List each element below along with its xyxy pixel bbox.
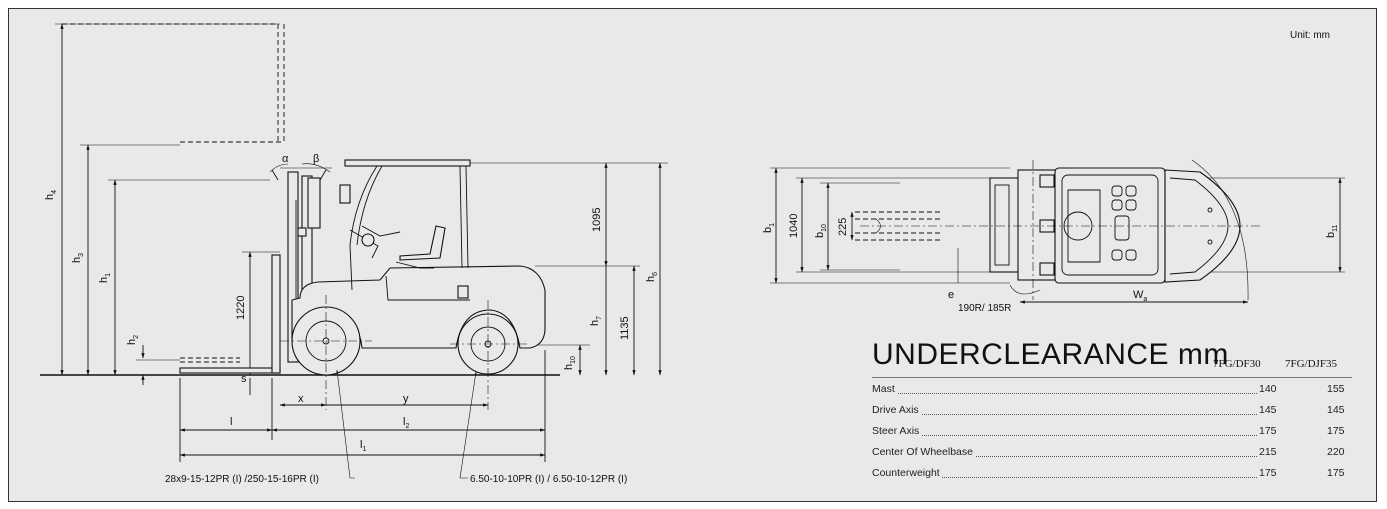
unit-label: Unit: mm: [1290, 30, 1330, 41]
label-h3: h3: [71, 253, 85, 263]
column-header-7fg-djf35: 7FG/DJF35: [1285, 358, 1337, 370]
label-1040: 1040: [788, 214, 800, 238]
label-e: e: [948, 289, 954, 301]
turning-radius: [957, 248, 1249, 304]
label-h2: h2: [126, 335, 140, 345]
height-dimension-lines: [55, 23, 668, 395]
row-value-7fg-df30: 175: [1257, 467, 1277, 479]
rear-tire-spec: 6.50-10-10PR (I) / 6.50-10-12PR (I): [470, 474, 627, 485]
table-row: Center Of Wheelbase 215 220: [872, 443, 1352, 464]
side-view: h4 h3 h1 h2 1220 s α β 1095 h7 1135 h6 h…: [40, 23, 668, 485]
label-l2: l2: [403, 416, 409, 430]
label-wa: Wa: [1133, 289, 1147, 303]
row-name: Drive Axis: [872, 404, 921, 416]
table-row: Drive Axis 145 145: [872, 401, 1352, 422]
label-h1: h1: [98, 273, 112, 283]
label-225: 225: [837, 218, 849, 236]
row-name: Mast: [872, 383, 897, 395]
label-h4: h4: [44, 190, 58, 200]
label-s: s: [241, 373, 247, 385]
row-value-7fg-djf35: 175: [1327, 467, 1345, 479]
label-b10: b10: [814, 224, 828, 238]
label-turning-radius: 190R/ 185R: [958, 303, 1011, 314]
truck-body: [280, 159, 546, 410]
underclearance-table: Mast 140 155 Drive Axis 145 145 Steer Axis 17…: [872, 380, 1352, 485]
label-1135: 1135: [619, 316, 631, 340]
table-row: Steer Axis 175 175: [872, 422, 1352, 443]
row-value-7fg-df30: 145: [1257, 404, 1277, 416]
top-truck-outline: [860, 159, 1260, 301]
table-row: Counterweight 175 175: [872, 464, 1352, 485]
label-h7: h7: [589, 316, 603, 326]
row-name: Center Of Wheelbase: [872, 446, 975, 458]
row-name: Counterweight: [872, 467, 942, 479]
label-x: x: [298, 393, 304, 405]
row-value-7fg-df30: 175: [1257, 425, 1277, 437]
label-y: y: [403, 393, 409, 405]
row-value-7fg-djf35: 220: [1327, 446, 1345, 458]
label-1220: 1220: [235, 296, 247, 320]
row-value-7fg-df30: 215: [1257, 446, 1277, 458]
row-name: Steer Axis: [872, 425, 922, 437]
length-dimension-lines: [179, 350, 546, 479]
column-header-7fg-df30: 7FG/DF30: [1213, 358, 1261, 370]
row-value-7fg-df30: 140: [1257, 383, 1277, 395]
side-view-labels: h4 h3 h1 h2 1220 s α β 1095 h7 1135 h6 h…: [44, 153, 659, 485]
top-view-labels: b1 1040 b10 225 b11 e 190R/ 185R Wa: [762, 214, 1339, 314]
table-divider: [872, 377, 1352, 378]
underclearance-title: UNDERCLEARANCE mm: [872, 338, 1229, 371]
forks: [179, 254, 281, 374]
label-alpha: α: [282, 153, 289, 165]
label-b11: b11: [1325, 225, 1339, 238]
label-l1: l1: [360, 439, 366, 453]
top-view: b1 1040 b10 225 b11 e 190R/ 185R Wa: [762, 159, 1345, 314]
label-h6: h6: [645, 272, 659, 282]
table-row: Mast 140 155: [872, 380, 1352, 401]
label-1095: 1095: [591, 208, 603, 232]
row-value-7fg-djf35: 155: [1327, 383, 1345, 395]
raised-load-outline: [62, 23, 285, 143]
front-tire-spec: 28x9-15-12PR (I) /250-15-16PR (I): [165, 474, 319, 485]
row-value-7fg-djf35: 145: [1327, 404, 1345, 416]
label-b1: b1: [762, 223, 776, 233]
row-value-7fg-djf35: 175: [1327, 425, 1345, 437]
label-beta: β: [313, 153, 319, 165]
label-l: l: [230, 416, 232, 428]
label-h10: h10: [563, 356, 577, 370]
